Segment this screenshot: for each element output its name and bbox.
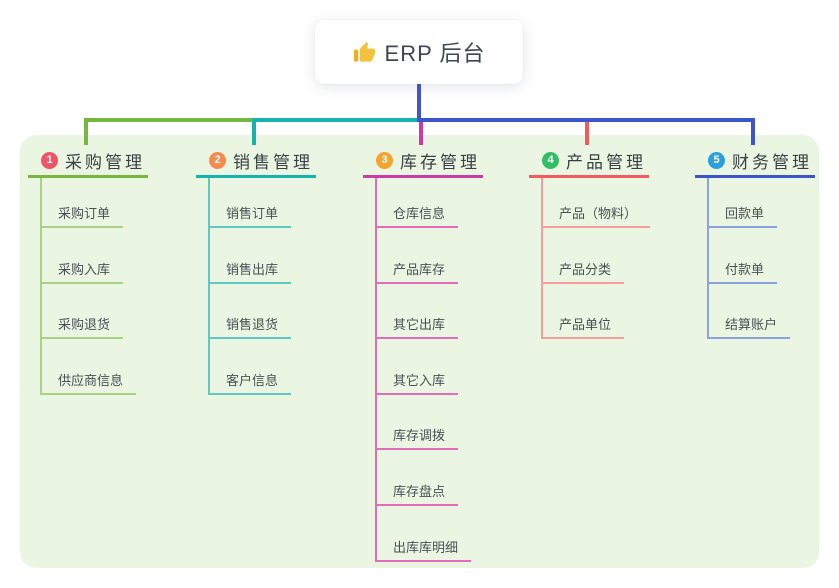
child-item-label: 产品（物料） bbox=[559, 206, 638, 221]
child-item[interactable]: 销售出库 bbox=[210, 228, 292, 284]
branch-badge: 3 bbox=[376, 152, 393, 169]
child-item[interactable]: 销售退货 bbox=[210, 284, 292, 340]
branch-title[interactable]: 3 库存管理 bbox=[363, 146, 483, 178]
bus-segment bbox=[84, 118, 254, 122]
child-item-label: 产品分类 bbox=[559, 261, 612, 277]
bus-segment bbox=[252, 118, 421, 122]
branch-title[interactable]: 2 销售管理 bbox=[196, 146, 316, 178]
branch-badge: 4 bbox=[542, 152, 559, 169]
branch-drop-line bbox=[751, 118, 755, 145]
child-item[interactable]: 采购入库 bbox=[42, 228, 124, 284]
branch-children: 销售订单销售出库销售退货客户信息 bbox=[208, 178, 292, 395]
child-item[interactable]: 其它入库 bbox=[377, 339, 459, 395]
child-item-label: 客户信息 bbox=[226, 372, 279, 388]
branch-children: 仓库信息产品库存其它出库其它入库库存调拨库存盘点出库库明细 bbox=[375, 178, 472, 562]
child-item-label: 库存调拨 bbox=[393, 428, 446, 444]
child-item[interactable]: 产品单位 bbox=[543, 284, 625, 340]
branches-panel bbox=[20, 135, 819, 568]
root-connector-line bbox=[417, 84, 421, 122]
child-item-label: 出库库明细 bbox=[393, 539, 459, 555]
child-item-label: 结算账户 bbox=[725, 317, 778, 333]
child-item[interactable]: 库存盘点 bbox=[377, 450, 459, 506]
child-item-label: 仓库信息 bbox=[393, 206, 446, 221]
child-item-label: 采购入库 bbox=[58, 261, 111, 277]
child-item[interactable]: 结算账户 bbox=[709, 284, 791, 340]
child-item[interactable]: 供应商信息 bbox=[42, 339, 137, 395]
child-item[interactable]: 付款单 bbox=[709, 228, 778, 284]
root-node[interactable]: ERP 后台 bbox=[315, 20, 523, 84]
branch-title[interactable]: 4 产品管理 bbox=[529, 146, 649, 178]
child-item[interactable]: 仓库信息 bbox=[377, 178, 459, 228]
branch-badge: 2 bbox=[209, 152, 226, 169]
child-item[interactable]: 产品库存 bbox=[377, 228, 459, 284]
branch-label: 销售管理 bbox=[233, 153, 313, 172]
branch-badge: 5 bbox=[708, 152, 725, 169]
child-item-label: 产品单位 bbox=[559, 317, 612, 333]
branch-children: 回款单付款单结算账户 bbox=[707, 178, 791, 340]
child-item-label: 库存盘点 bbox=[393, 483, 446, 499]
branch-label: 库存管理 bbox=[400, 153, 480, 172]
child-item-label: 销售出库 bbox=[226, 261, 279, 277]
child-item[interactable]: 其它出库 bbox=[377, 284, 459, 340]
child-item-label: 销售退货 bbox=[226, 317, 279, 333]
child-item[interactable]: 产品分类 bbox=[543, 228, 625, 284]
branch-label: 产品管理 bbox=[566, 153, 646, 172]
branch-label: 财务管理 bbox=[732, 153, 812, 172]
branch-children: 采购订单采购入库采购退货供应商信息 bbox=[40, 178, 137, 395]
child-item-label: 回款单 bbox=[725, 206, 765, 221]
branch-label: 采购管理 bbox=[65, 153, 145, 172]
child-item[interactable]: 客户信息 bbox=[210, 339, 292, 395]
child-item[interactable]: 回款单 bbox=[709, 178, 778, 228]
branch-badge: 1 bbox=[41, 152, 58, 169]
branch-drop-line bbox=[419, 118, 423, 145]
child-item-label: 采购退货 bbox=[58, 317, 111, 333]
branch-title[interactable]: 1 采购管理 bbox=[28, 146, 148, 178]
child-item-label: 采购订单 bbox=[58, 206, 111, 221]
child-item[interactable]: 采购订单 bbox=[42, 178, 124, 228]
root-node-label: ERP 后台 bbox=[384, 41, 486, 66]
branch-drop-line bbox=[585, 118, 589, 145]
child-item-label: 销售订单 bbox=[226, 206, 279, 221]
child-item[interactable]: 采购退货 bbox=[42, 284, 124, 340]
child-item[interactable]: 出库库明细 bbox=[377, 506, 472, 562]
child-item[interactable]: 销售订单 bbox=[210, 178, 292, 228]
child-item-label: 供应商信息 bbox=[58, 372, 124, 388]
branch-drop-line bbox=[252, 118, 256, 145]
branch-children: 产品（物料） 产品分类产品单位 bbox=[541, 178, 651, 340]
child-item-label: 付款单 bbox=[725, 261, 765, 277]
child-item-label: 产品库存 bbox=[393, 261, 446, 277]
child-item-label: 其它出库 bbox=[393, 317, 446, 333]
thumbs-up-icon bbox=[353, 41, 375, 62]
branch-drop-line bbox=[84, 118, 88, 145]
child-item[interactable]: 产品（物料） bbox=[543, 178, 651, 228]
child-item-label: 其它入库 bbox=[393, 372, 446, 388]
child-item[interactable]: 库存调拨 bbox=[377, 395, 459, 451]
bus-segment bbox=[419, 118, 755, 122]
branch-title[interactable]: 5 财务管理 bbox=[695, 146, 815, 178]
